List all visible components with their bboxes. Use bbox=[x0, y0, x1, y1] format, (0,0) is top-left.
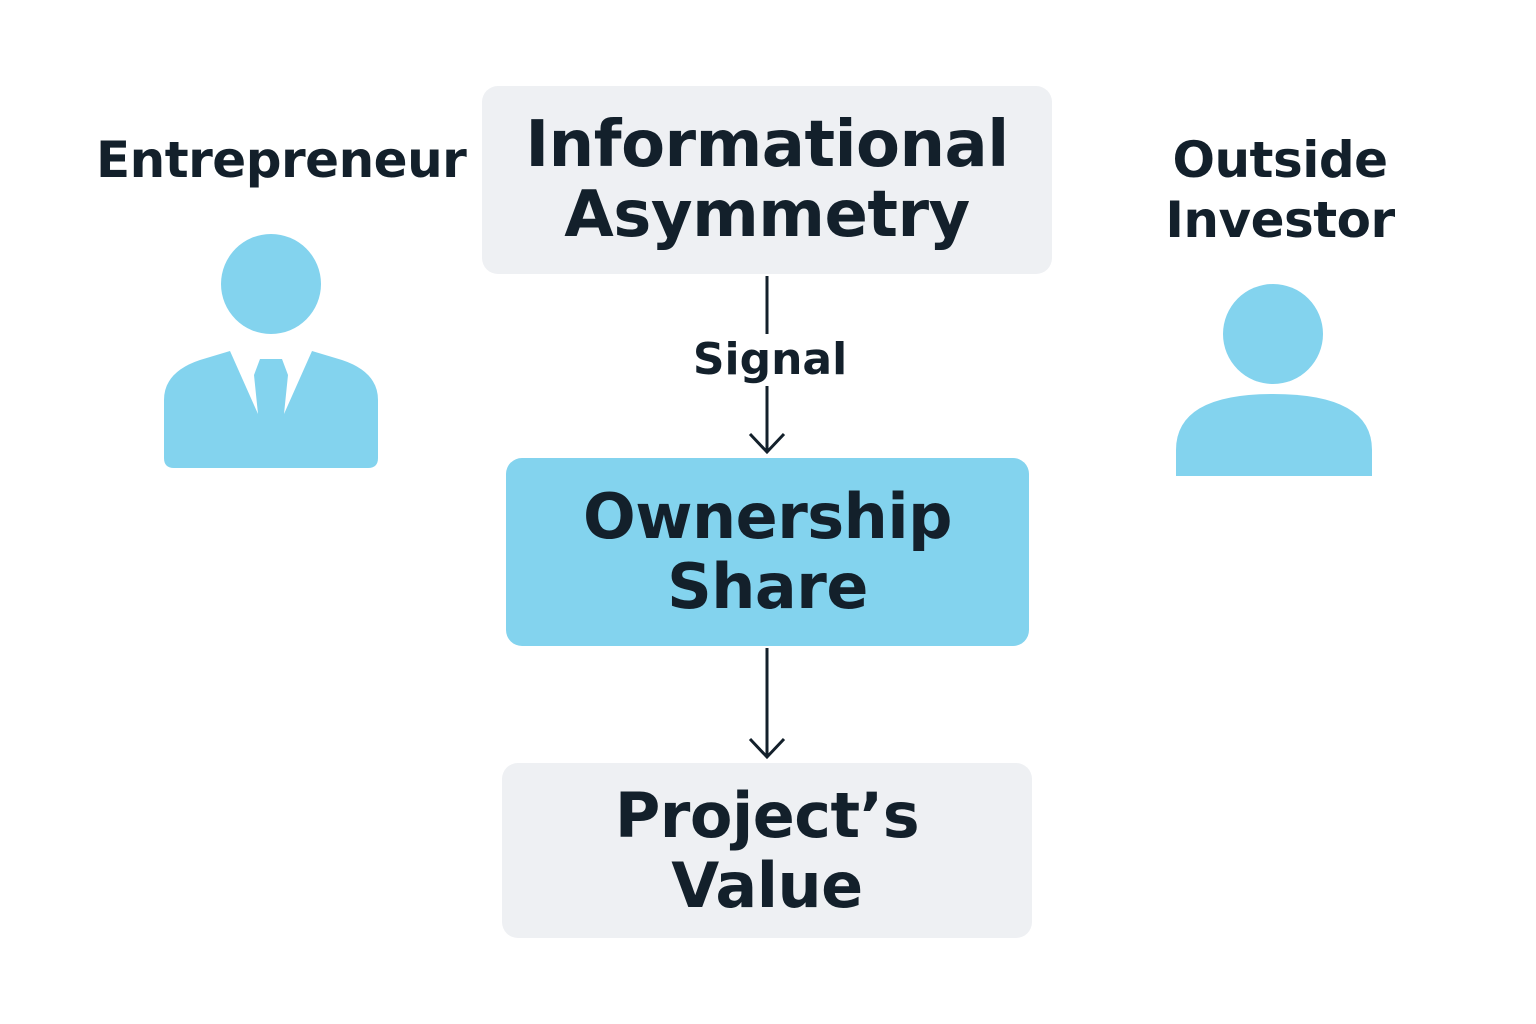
edge-result bbox=[748, 648, 786, 760]
projects-value-node: Project’s Value bbox=[502, 763, 1032, 938]
outside-investor-label: Outside Investor bbox=[1165, 131, 1395, 249]
businessman-icon bbox=[164, 234, 378, 468]
ownership-share-node: Ownership Share bbox=[506, 458, 1029, 646]
person-icon bbox=[1176, 284, 1372, 476]
entrepreneur-label: Entrepreneur bbox=[96, 131, 467, 189]
informational-asymmetry-node: Informational Asymmetry bbox=[482, 86, 1052, 274]
signal-edge-label: Signal bbox=[660, 334, 880, 386]
